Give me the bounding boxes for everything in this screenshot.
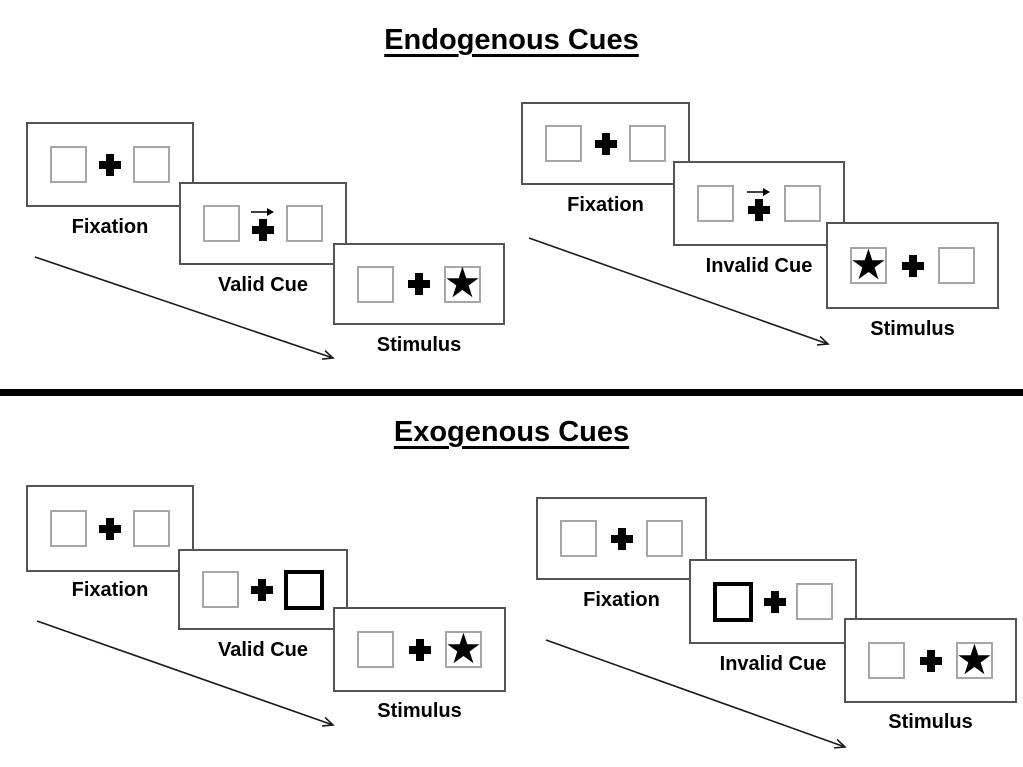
plus-icon [748, 198, 770, 221]
right-target-box: ★ [443, 259, 482, 306]
left-placeholder-box [202, 571, 239, 608]
endogenous-valid-stimulus-panel: ★ [333, 243, 505, 325]
left-cue-box [713, 581, 753, 622]
star-icon: ★ [443, 259, 482, 306]
exogenous-valid-time-arrow [36, 620, 335, 727]
panel-label: Fixation [567, 194, 644, 216]
endogenous-valid-fixation-panel [26, 122, 194, 207]
plus-icon [252, 218, 274, 241]
right-cue-box [284, 569, 324, 610]
panel-label: Fixation [583, 589, 660, 611]
left-placeholder-box [545, 125, 582, 162]
cue-arrow-right-icon [747, 187, 770, 196]
plus-icon [763, 590, 786, 613]
panel-label: Invalid Cue [719, 653, 827, 675]
plus-icon [99, 517, 121, 540]
left-placeholder-box [50, 510, 87, 547]
right-placeholder-box [938, 247, 975, 284]
exogenous-valid-fixation-panel [26, 485, 194, 572]
cue-arrow-right-icon [251, 207, 274, 216]
endogenous-invalid-fixation-panel [521, 102, 690, 185]
left-target-box: ★ [849, 240, 888, 288]
plus-icon [919, 649, 942, 672]
exogenous-invalid-cue-panel [689, 559, 857, 644]
panel-label: Valid Cue [217, 274, 309, 296]
right-placeholder-box [796, 583, 833, 620]
plus-icon [408, 638, 431, 661]
endogenous-valid-cue-panel [179, 182, 347, 265]
right-placeholder-box [133, 510, 170, 547]
panel-label: Fixation [71, 216, 149, 238]
section-title-endogenous-text: Endogenous Cues [384, 24, 639, 56]
right-placeholder-box [646, 520, 683, 557]
right-target-box: ★ [955, 635, 994, 683]
exogenous-valid-cue-panel [178, 549, 348, 630]
left-placeholder-box [697, 185, 734, 222]
endogenous-invalid-stimulus-panel: ★ [826, 222, 999, 309]
star-icon: ★ [955, 635, 994, 683]
star-icon: ★ [444, 624, 483, 672]
panel-label: Fixation [71, 579, 149, 601]
exogenous-valid-stimulus-panel: ★ [333, 607, 506, 692]
plus-icon [901, 254, 924, 277]
fixation-cross-icon [99, 153, 121, 176]
star-icon: ★ [849, 240, 888, 288]
left-placeholder-box [50, 146, 87, 183]
section-title-endogenous: Endogenous Cues [0, 24, 1023, 57]
exogenous-invalid-stimulus-panel: ★ [844, 618, 1017, 703]
plus-icon [408, 273, 430, 295]
left-placeholder-box [357, 265, 394, 303]
panel-label: Stimulus [870, 318, 955, 340]
right-placeholder-box [286, 205, 323, 242]
endogenous-invalid-cue-panel [673, 161, 845, 246]
right-placeholder-box [133, 146, 170, 183]
left-placeholder-box [868, 642, 905, 679]
right-target-box: ★ [444, 624, 483, 672]
left-placeholder-box [357, 631, 394, 668]
exogenous-invalid-fixation-panel [536, 497, 707, 580]
endogenous-invalid-time-arrow [528, 237, 830, 346]
section-title-exogenous: Exogenous Cues [0, 416, 1023, 449]
panel-label: Invalid Cue [705, 255, 813, 277]
panel-label: Stimulus [888, 711, 973, 733]
plus-icon [99, 153, 121, 176]
panel-label: Stimulus [376, 334, 462, 356]
right-placeholder-box [784, 185, 821, 222]
left-placeholder-box [560, 520, 597, 557]
left-placeholder-box [203, 205, 240, 242]
endogenous-valid-time-arrow [34, 256, 335, 360]
panel-label: Stimulus [377, 700, 462, 722]
right-placeholder-box [629, 125, 666, 162]
panel-label: Valid Cue [217, 639, 309, 661]
plus-icon [250, 578, 273, 601]
plus-icon [594, 132, 617, 155]
plus-icon [610, 527, 633, 550]
section-title-exogenous-text: Exogenous Cues [393, 416, 630, 448]
section-divider [0, 389, 1023, 396]
